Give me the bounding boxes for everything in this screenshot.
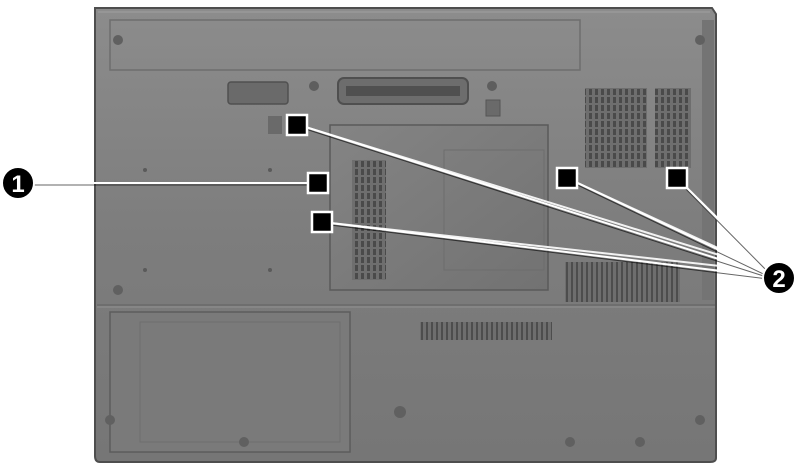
- memory-compartment-cover: [329, 124, 549, 291]
- callout-1: 1: [1, 166, 35, 200]
- marker-2d: [665, 166, 689, 190]
- hard-drive-bay: [109, 311, 351, 453]
- cooling-vents: [420, 88, 691, 340]
- battery-bay: [109, 19, 581, 71]
- marker-2b: [310, 210, 334, 234]
- callout-2: 2: [762, 261, 794, 295]
- callout-2-label: 2: [772, 266, 785, 293]
- leader-lines: [28, 123, 779, 279]
- callout-1-label: 1: [11, 171, 24, 198]
- screws: [105, 35, 705, 447]
- leader-lines-shadow: [28, 125, 777, 281]
- docking-connector: [227, 77, 501, 117]
- marker-1: [306, 171, 330, 195]
- marker-2a: [285, 113, 309, 137]
- marker-2c: [555, 166, 579, 190]
